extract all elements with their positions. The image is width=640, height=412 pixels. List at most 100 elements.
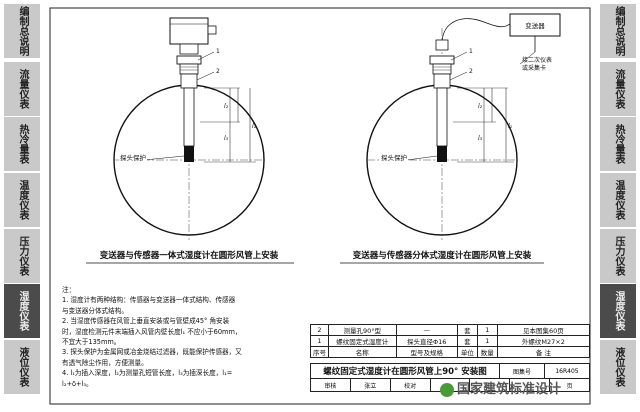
cell-unit: 套: [456, 335, 478, 347]
note-line: 时，湿度检测元件末端插入风管内壁长度l₁ 不应小于60mm，: [62, 327, 242, 336]
watermark: 国家建筑标准设计: [440, 378, 561, 397]
left-probe-protect-label: 探头保护: [120, 153, 146, 162]
note-line: l₂+δ+l₃。: [62, 379, 93, 388]
left-dim-l3: l₃: [224, 135, 229, 142]
table-header-row: 序号 名称 型号及规格 单位 数量 备 注: [310, 346, 591, 358]
header-spec: 型号及规格: [395, 346, 458, 358]
cell-remark: 外螺纹M27×2: [496, 335, 591, 347]
header-qty: 数量: [476, 346, 498, 358]
cell-qty: 1: [476, 324, 498, 336]
tab-label: 液位仪表: [17, 347, 28, 387]
wechat-logo-icon: [440, 382, 454, 397]
left-cable-gland: [207, 25, 217, 35]
tab-label: 热冷量表: [17, 124, 28, 164]
cell-spec: —: [395, 324, 458, 336]
sign-cell: 页: [549, 379, 589, 391]
right-tab-level[interactable]: 液位仪表: [600, 340, 636, 394]
notes-block: 注： 1. 湿度计有两种结构：传感器与变送器一体式结构、传感器 与变送器分体式结…: [62, 285, 297, 389]
cell-no: 1: [310, 335, 329, 347]
left-caption: 变送器与传感器一体式湿度计在圆形风管上安装: [100, 250, 279, 261]
header-remark: 备 注: [496, 346, 591, 358]
left-probe-protect: [184, 146, 194, 162]
tab-label: 压力仪表: [17, 236, 28, 276]
drawing-sheet: 1 2 l₂ l₃ l₁ 探头保护 变送器与传感器一体式湿度计在圆形风管上安装: [44, 0, 596, 412]
right-item-2: 2: [469, 68, 473, 75]
left-tab-strip: 编制总说明 流量仪表 热冷量表 温度仪表 压力仪表 湿度仪表 液位仪表: [0, 0, 44, 412]
tab-label: 温度仪表: [17, 180, 28, 220]
left-transmitter-head: [169, 17, 209, 45]
cell-name: 螺纹固定式湿度计: [328, 335, 397, 347]
note-line: 2. 当湿度传感器在风管上垂直安装或与管壁成45° 角安装: [62, 317, 230, 326]
tab-label: 湿度仪表: [613, 291, 624, 331]
secondary-label-2: 或采集卡: [522, 64, 546, 72]
right-probe: [436, 87, 448, 147]
right-probe-protect: [437, 146, 447, 162]
right-tab-humidity[interactable]: 湿度仪表: [600, 284, 636, 338]
right-tab-pressure[interactable]: 压力仪表: [600, 229, 636, 283]
header-unit: 单位: [456, 346, 478, 358]
left-measuring-pipe: [180, 73, 198, 89]
note-line: 3. 探头保护为金属网或冶金烧结过滤器，既能保护传感器，又: [62, 348, 242, 357]
note-line: 4. l₁为插入深度，l₂为测量孔短管长度，l₃为插深长度，l₁=: [62, 369, 233, 378]
right-probe-protect-label: 探头保护: [381, 153, 407, 162]
tab-label: 湿度仪表: [17, 291, 28, 331]
tab-label: 液位仪表: [613, 347, 624, 387]
left-tab-heat[interactable]: 热冷量表: [4, 117, 40, 171]
sign-cell: [429, 379, 470, 391]
right-tab-temperature[interactable]: 温度仪表: [600, 173, 636, 227]
left-nut: [176, 55, 202, 65]
left-assembly: 1 2 l₂ l₃ l₁ 探头保护 变送器与传感器一体式湿度计在圆形风管上安装: [86, 17, 294, 264]
tab-label: 温度仪表: [613, 180, 624, 220]
right-nut: [429, 55, 455, 65]
atlas-number: 16R405: [544, 364, 589, 378]
right-dim-l3: l₃: [478, 135, 483, 142]
cell-remark: 见本图集60页: [496, 324, 591, 336]
sign-cell: 校对: [389, 379, 430, 391]
header-no: 序号: [310, 346, 329, 358]
tab-label: 热冷量表: [613, 124, 624, 164]
note-line: 有透气除尘作用，方便测量。: [62, 358, 148, 367]
tab-label: 编制总说明: [17, 6, 28, 56]
left-tab-temperature[interactable]: 温度仪表: [4, 173, 40, 227]
right-assembly: 变送器 接二次仪表 或采集卡 1 2: [340, 13, 561, 264]
left-dim-l2: l₂: [224, 103, 229, 110]
sign-cell: 设计: [469, 379, 509, 391]
tab-label: 流量仪表: [613, 69, 624, 109]
parts-table: 2 测量孔90°型 — 套 1 见本图集60页 1 螺纹固定式湿度计 探头直径Φ…: [310, 324, 591, 358]
transmitter-label: 变送器: [525, 21, 545, 30]
left-tab-general[interactable]: 编制总说明: [4, 4, 40, 58]
cell-name: 测量孔90°型: [328, 324, 397, 336]
right-dim-l1: l₁: [508, 123, 513, 130]
sign-cell: [509, 379, 549, 391]
note-line: 1. 湿度计有两种结构：传感器与变送器一体式结构、传感器: [62, 296, 236, 305]
left-tab-humidity[interactable]: 湿度仪表: [4, 284, 40, 338]
right-caption: 变送器与传感器分体式湿度计在圆形风管上安装: [353, 250, 532, 261]
sheet-border: [49, 7, 591, 405]
table-row: 2 测量孔90°型 — 套 1 见本图集60页: [310, 324, 591, 336]
cell-no: 2: [310, 324, 329, 336]
left-probe: [183, 87, 195, 147]
table-row: 1 螺纹固定式湿度计 探头直径Φ16 套 1 外螺纹M27×2: [310, 335, 591, 347]
left-tab-level[interactable]: 液位仪表: [4, 340, 40, 394]
right-tab-strip: 编制总说明 流量仪表 热冷量表 温度仪表 压力仪表 湿度仪表 液位仪表: [596, 0, 640, 412]
right-item-1: 1: [469, 48, 473, 55]
note-line: 不宜大于135mm。: [62, 338, 121, 347]
right-tab-heat[interactable]: 热冷量表: [600, 117, 636, 171]
sign-cell: 张立: [349, 379, 390, 391]
atlas-label: 图集号: [512, 368, 531, 376]
tab-label: 编制总说明: [613, 6, 624, 56]
right-tab-flow[interactable]: 流量仪表: [600, 62, 636, 116]
header-name: 名称: [328, 346, 397, 358]
cell-qty: 1: [476, 335, 498, 347]
left-item-1: 1: [216, 48, 220, 55]
watermark-text: 国家建筑标准设计: [457, 382, 562, 397]
left-tab-pressure[interactable]: 压力仪表: [4, 229, 40, 283]
sensor-cable: [441, 18, 511, 45]
secondary-label-1: 接二次仪表: [522, 56, 552, 64]
right-tab-general[interactable]: 编制总说明: [600, 4, 636, 58]
tab-label: 流量仪表: [17, 69, 28, 109]
left-item-2: 2: [216, 68, 220, 75]
tab-label: 压力仪表: [613, 236, 624, 276]
left-tab-flow[interactable]: 流量仪表: [4, 62, 40, 116]
installation-drawing: 1 2 l₂ l₃ l₁ 探头保护 变送器与传感器一体式湿度计在圆形风管上安装: [49, 7, 591, 405]
